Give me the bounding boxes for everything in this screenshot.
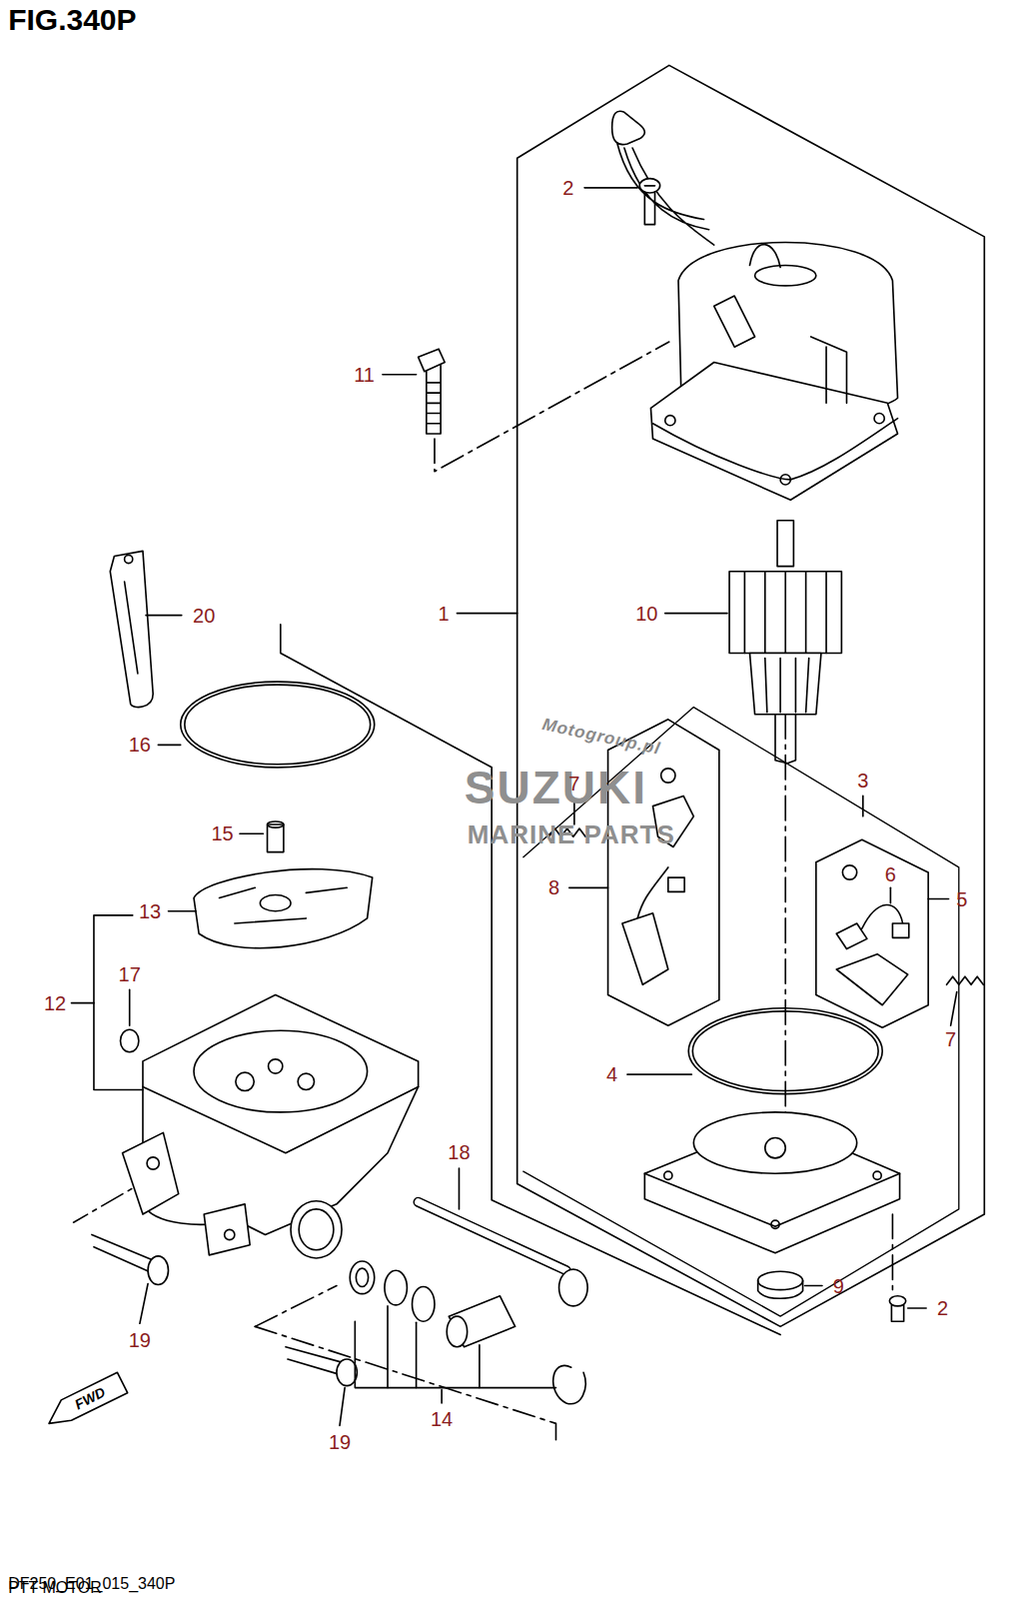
callout-number: 20: [192, 605, 215, 626]
callout-number: 12: [43, 993, 66, 1014]
callout-number: 10: [635, 603, 658, 624]
callout-number: 16: [128, 734, 151, 755]
callout-number: 2: [562, 177, 574, 198]
callout-number: 8: [548, 877, 560, 898]
figure-title: FIG.340P: [7, 4, 136, 35]
watermark: MARINE PARTS: [467, 821, 676, 848]
callout-number: 1: [438, 603, 450, 624]
figure-caption: PTT MOTOR: [7, 1579, 102, 1596]
callout-number: 9: [833, 1275, 845, 1296]
callout-number: 3: [857, 770, 869, 791]
callout-number: 19: [128, 1329, 151, 1350]
callout-number: 19: [328, 1431, 351, 1452]
callout-number: 7: [945, 1028, 957, 1049]
callout-number: 15: [210, 823, 233, 844]
watermark: Motogroup.pl: [541, 715, 663, 758]
watermark: SUZUKI: [464, 764, 648, 811]
callout-number: 14: [430, 1408, 453, 1429]
callout-number: 7: [568, 773, 580, 794]
callout-number: 11: [353, 364, 375, 385]
callout-number: 6: [885, 864, 897, 885]
callout-number: 17: [118, 964, 141, 985]
callout-number: 2: [937, 1297, 949, 1318]
callout-number: 13: [138, 901, 161, 922]
callout-number: 4: [606, 1063, 618, 1084]
callout-number: 5: [956, 889, 968, 910]
callout-number: 18: [447, 1141, 470, 1162]
